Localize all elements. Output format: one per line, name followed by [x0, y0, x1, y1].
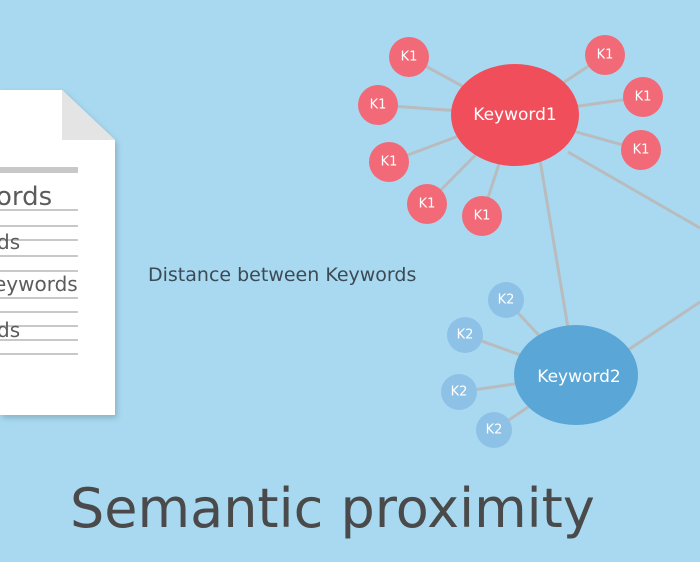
headline-title: Semantic proximity	[70, 477, 595, 540]
k1-node-label: K1	[633, 143, 650, 158]
keyword1-hub-label: Keyword1	[473, 105, 556, 125]
k1-node-label: K1	[597, 48, 614, 63]
distance-label: Distance between Keywords	[148, 264, 416, 286]
k1-node: K1	[462, 196, 502, 236]
k1-node-label: K1	[370, 98, 387, 113]
k1-node: K1	[369, 142, 409, 182]
k2-node: K2	[441, 374, 477, 410]
k2-node: K2	[488, 282, 524, 318]
k2-node-label: K2	[486, 423, 503, 438]
k2-node-circle	[447, 317, 483, 353]
k2-node-label: K2	[457, 328, 474, 343]
k1-node: K1	[389, 37, 429, 77]
k1-node: K1	[407, 184, 447, 224]
k1-node-label: K1	[381, 155, 398, 170]
k1-node-label: K1	[635, 90, 652, 105]
k2-node: K2	[476, 412, 512, 448]
keyword1-hub-shape	[451, 64, 579, 166]
k1-node-circle	[358, 85, 398, 125]
k2-node: K2	[447, 317, 483, 353]
k1-node: K1	[621, 130, 661, 170]
doc-line-4: ds	[0, 318, 20, 342]
k2-node-label: K2	[498, 293, 515, 308]
k1-node-circle	[585, 35, 625, 75]
k1-node-circle	[369, 142, 409, 182]
k1-node: K1	[623, 77, 663, 117]
k1-node-circle	[407, 184, 447, 224]
k2-node-label: K2	[451, 385, 468, 400]
k1-node-circle	[621, 130, 661, 170]
k1-node-circle	[623, 77, 663, 117]
k1-node-circle	[462, 196, 502, 236]
k1-node-label: K1	[474, 209, 491, 224]
keyword2-hub: Keyword2	[514, 325, 638, 425]
k1-node-label: K1	[401, 50, 418, 65]
doc-line-2: ds	[0, 230, 20, 254]
doc-line-3: eywords	[0, 272, 78, 296]
k1-nodes: K1 K1 K1 K1 K1 K1 K1 K1	[358, 35, 663, 236]
k1-node-label: K1	[419, 197, 436, 212]
k1-node: K1	[358, 85, 398, 125]
k2-node-circle	[441, 374, 477, 410]
document-page: ords ds eywords ds	[0, 90, 115, 415]
k1-node: K1	[585, 35, 625, 75]
doc-line-1: ords	[0, 182, 52, 212]
keyword2-hub-label: Keyword2	[537, 367, 620, 387]
k2-node-circle	[488, 282, 524, 318]
k2-node-circle	[476, 412, 512, 448]
keyword2-hub-shape	[514, 325, 638, 425]
k2-nodes: K2 K2 K2 K2	[441, 282, 524, 448]
keyword1-hub: Keyword1	[451, 64, 579, 166]
k1-node-circle	[389, 37, 429, 77]
